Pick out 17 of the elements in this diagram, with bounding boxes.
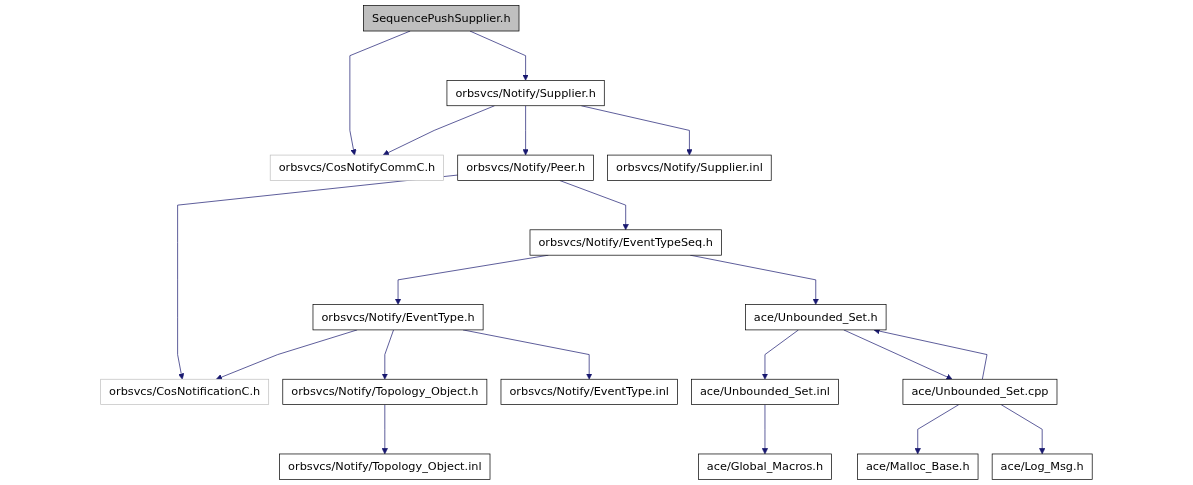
node-box: orbsvcs/Notify/EventType.inl xyxy=(500,378,678,405)
node-box: orbsvcs/Notify/EventType.h xyxy=(312,304,484,331)
node-box: ace/Unbounded_Set.inl xyxy=(691,378,839,405)
node-box: orbsvcs/Notify/Topology_Object.h xyxy=(282,378,488,405)
node-box: orbsvcs/Notify/Supplier.inl xyxy=(607,154,772,181)
node-box: orbsvcs/Notify/Topology_Object.inl xyxy=(279,453,491,480)
node-box: orbsvcs/CosNotifyCommC.h xyxy=(269,154,445,181)
node-box: ace/Log_Msg.h xyxy=(991,453,1093,480)
node-box: ace/Unbounded_Set.cpp xyxy=(902,378,1058,405)
node-box: ace/Global_Macros.h xyxy=(698,453,832,480)
node-box: orbsvcs/Notify/Peer.h xyxy=(457,154,594,181)
node-box: orbsvcs/Notify/EventTypeSeq.h xyxy=(529,229,722,256)
node-box: orbsvcs/Notify/Supplier.h xyxy=(446,80,605,107)
node-box: ace/Unbounded_Set.h xyxy=(745,304,887,331)
node-box: orbsvcs/CosNotificationC.h xyxy=(100,378,270,405)
node-box: ace/Malloc_Base.h xyxy=(857,453,979,480)
node-box: SequencePushSupplier.h xyxy=(363,5,520,32)
